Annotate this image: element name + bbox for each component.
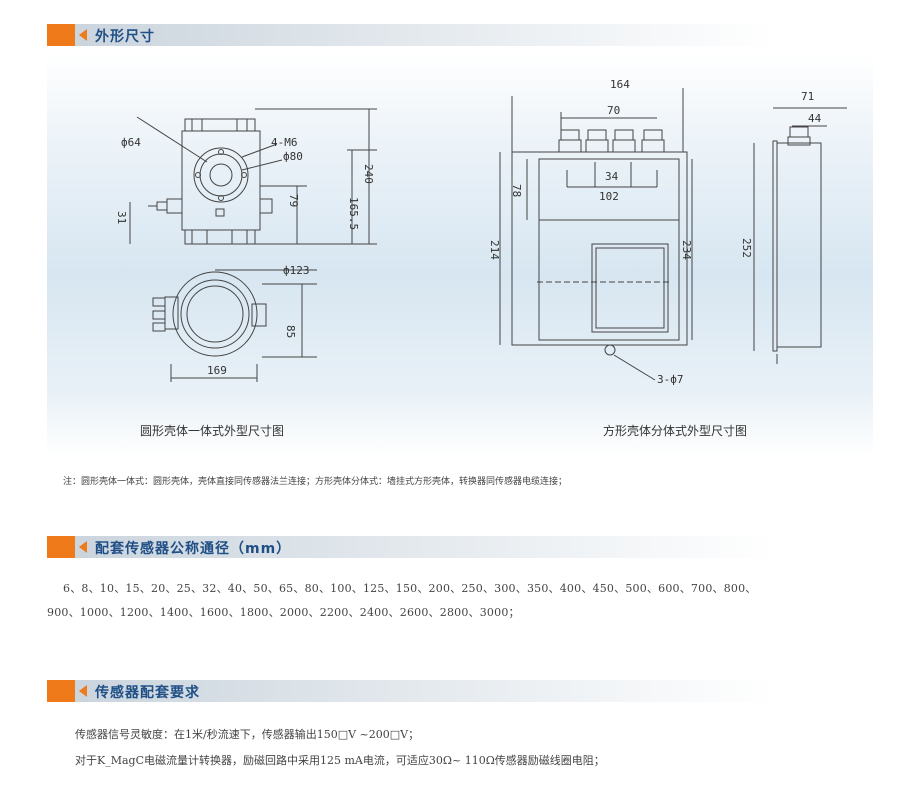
dim-label: 240 — [362, 164, 375, 184]
dim-label: 34 — [605, 170, 619, 183]
section-header-requirements: 传感器配套要求 — [47, 680, 777, 702]
diameter-list-line-1: 6、8、10、15、20、25、32、40、50、65、80、100、125、1… — [63, 582, 757, 595]
note-text: 注：圆形壳体一体式：圆形壳体，壳体直接同传感器法兰连接；方形壳体分体式：墙挂式方… — [63, 477, 568, 487]
orange-block — [47, 536, 75, 558]
dim-label: 85 — [284, 325, 297, 338]
square-housing-front-view — [499, 88, 693, 381]
requirement-line-2: 对于K_MagC电磁流量计转换器，励磁回路中采用125 mA电流，可适应30Ω~… — [75, 754, 605, 767]
arrow-left-icon — [79, 29, 87, 41]
square-drawing-caption: 方形壳体分体式外型尺寸图 — [603, 424, 748, 438]
dim-label: 70 — [607, 104, 620, 117]
dim-label: 169 — [207, 364, 227, 377]
dim-label: 71 — [801, 90, 814, 103]
dim-label: ф123 — [283, 264, 310, 277]
orange-block — [47, 24, 75, 46]
dim-label: 214 — [488, 240, 501, 260]
dim-label: 3-ф7 — [657, 373, 684, 386]
dim-label: 164 — [610, 78, 630, 91]
dim-label: ф80 — [283, 150, 303, 163]
section-header-dimensions: 外形尺寸 — [47, 24, 777, 46]
dim-label: 102 — [599, 190, 619, 203]
arrow-left-icon — [79, 685, 87, 697]
dim-label: 234 — [680, 240, 693, 260]
dim-label: 44 — [808, 112, 822, 125]
dim-label: ф64 — [121, 136, 141, 149]
dim-label: 165.5 — [347, 197, 360, 230]
section-title: 配套传感器公称通径（mm） — [95, 541, 292, 557]
dim-label: 252 — [740, 238, 753, 258]
dim-label: 4-M6 — [271, 136, 298, 149]
section-header-diameter: 配套传感器公称通径（mm） — [47, 536, 777, 558]
arrow-left-icon — [79, 541, 87, 553]
diameter-list-line-2: 900、1000、1200、1400、1600、1800、2000、2200、2… — [47, 606, 520, 619]
round-housing-side-view — [152, 269, 317, 382]
dim-label: 31 — [115, 211, 128, 224]
dim-label: 79 — [287, 194, 300, 207]
square-housing-side-view — [753, 107, 847, 364]
round-drawing-caption: 圆形壳体一体式外型尺寸图 — [140, 424, 285, 438]
dim-label: 78 — [510, 184, 523, 197]
section-title: 外形尺寸 — [95, 29, 155, 45]
round-housing-top-view — [129, 108, 377, 245]
section-title: 传感器配套要求 — [95, 685, 200, 701]
orange-block — [47, 680, 75, 702]
requirement-line-1: 传感器信号灵敏度：在1米/秒流速下，传感器输出150□V ~200□V； — [75, 728, 420, 741]
dimension-drawings: ф64 4-M6 ф80 165.5 240 79 31 ф123 85 169… — [115, 78, 847, 386]
dimension-drawings-panel: ф64 4-M6 ф80 165.5 240 79 31 ф123 85 169… — [47, 52, 873, 456]
